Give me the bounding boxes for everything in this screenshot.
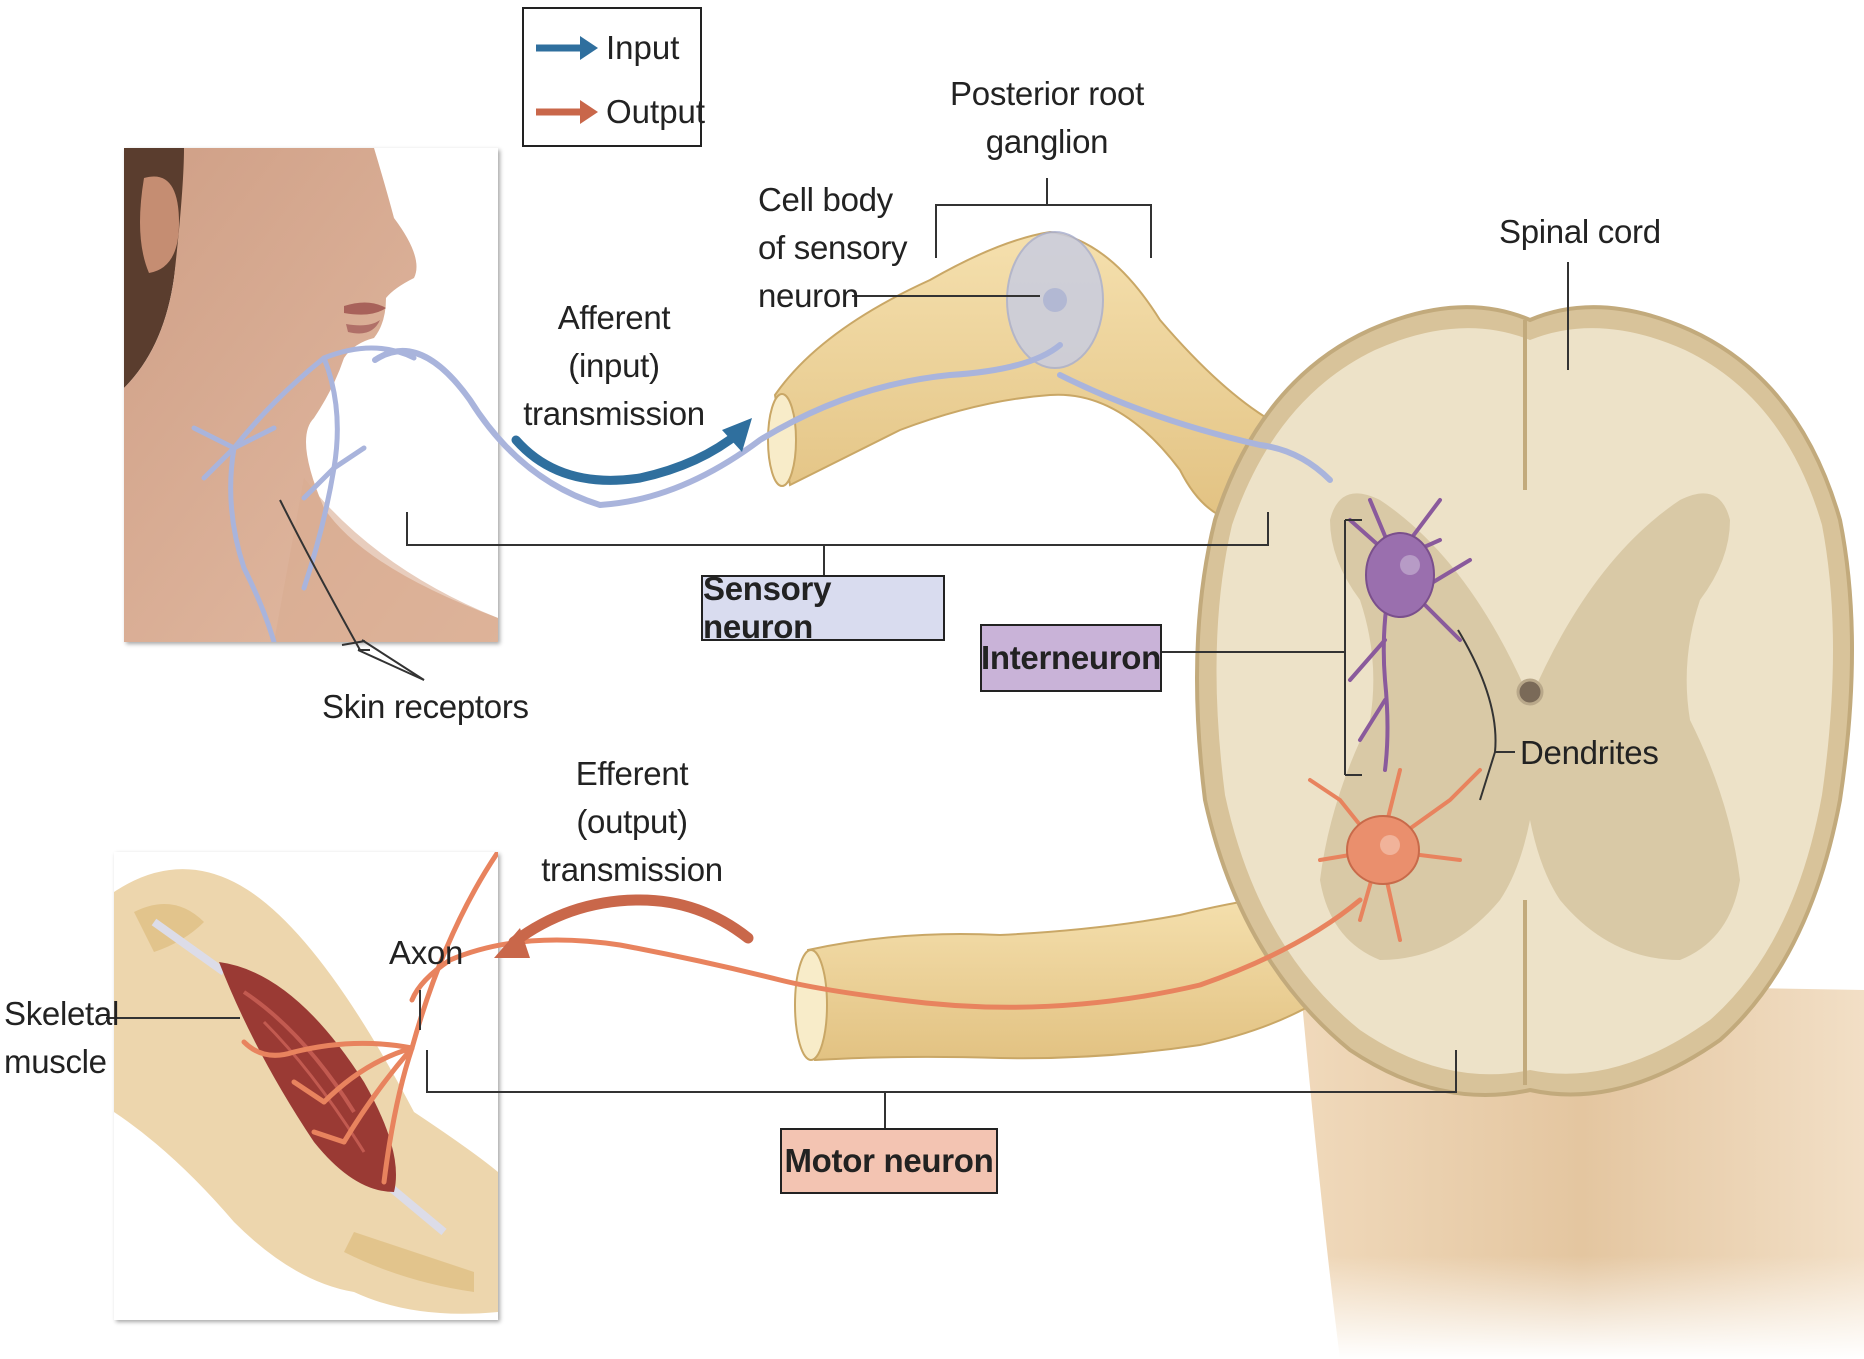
skeletal-muscle-line-2: muscle <box>4 1043 107 1080</box>
face-neck-illustration <box>124 148 498 642</box>
spinal-cord-label: Spinal cord <box>1499 213 1661 250</box>
cell-body-line-3: neuron <box>758 277 859 314</box>
interneuron-cell <box>1348 498 1472 772</box>
afferent-label: Afferent (input) transmission <box>523 294 705 438</box>
efferent-line-2: (output) <box>576 803 688 840</box>
anterior-root <box>806 893 1322 1062</box>
output-arrow-icon <box>536 100 598 124</box>
gray-matter <box>1320 493 1740 960</box>
afferent-line-3: transmission <box>523 395 705 432</box>
posterior-root-ganglion-label: Posterior root ganglion <box>950 70 1144 166</box>
legend-output-label: Output <box>606 93 706 130</box>
efferent-arrow <box>508 894 754 948</box>
legend-input-label: Input <box>606 29 680 66</box>
skeletal-muscle-line-1: Skeletal <box>4 995 120 1032</box>
afferent-line-1: Afferent <box>557 299 671 336</box>
efferent-line-1: Efferent <box>575 755 689 792</box>
afferent-arrow <box>511 427 745 485</box>
motor-neuron-box: Motor neuron <box>780 1128 998 1194</box>
efferent-label: Efferent (output) transmission <box>541 750 723 894</box>
sensory-axon <box>372 342 1333 509</box>
arm-muscle-illustration <box>114 852 498 1320</box>
cell-body-line-2: of sensory <box>758 229 908 266</box>
legend-output: Output <box>534 93 705 131</box>
afferent-line-2: (input) <box>568 347 660 384</box>
cell-body-label: Cell body of sensory neuron <box>758 176 908 320</box>
posterior-root-ganglion-line-2: ganglion <box>985 123 1109 160</box>
axon-label: Axon <box>389 934 464 971</box>
skin-receptors-label: Skin receptors <box>322 688 529 725</box>
efferent-line-3: transmission <box>541 851 723 888</box>
central-canal <box>1516 678 1544 706</box>
sensory-bracket <box>406 512 1269 575</box>
posterior-root-ganglion-line-1: Posterior root <box>950 75 1144 112</box>
motor-axon <box>409 897 1363 1010</box>
dendrites-label: Dendrites <box>1520 734 1659 771</box>
skeletal-muscle-label: Skeletal muscle <box>4 990 119 1086</box>
motor-bracket <box>426 1050 1457 1128</box>
ganglion-bracket <box>935 178 1152 258</box>
sensory-neuron-box: Sensory neuron <box>701 570 945 645</box>
interneuron-box: Interneuron <box>980 624 1162 692</box>
legend-input: Input <box>534 29 679 67</box>
input-arrow-icon <box>536 36 598 60</box>
cell-body-line-1: Cell body <box>758 181 893 218</box>
legend: Input Output <box>522 7 705 147</box>
